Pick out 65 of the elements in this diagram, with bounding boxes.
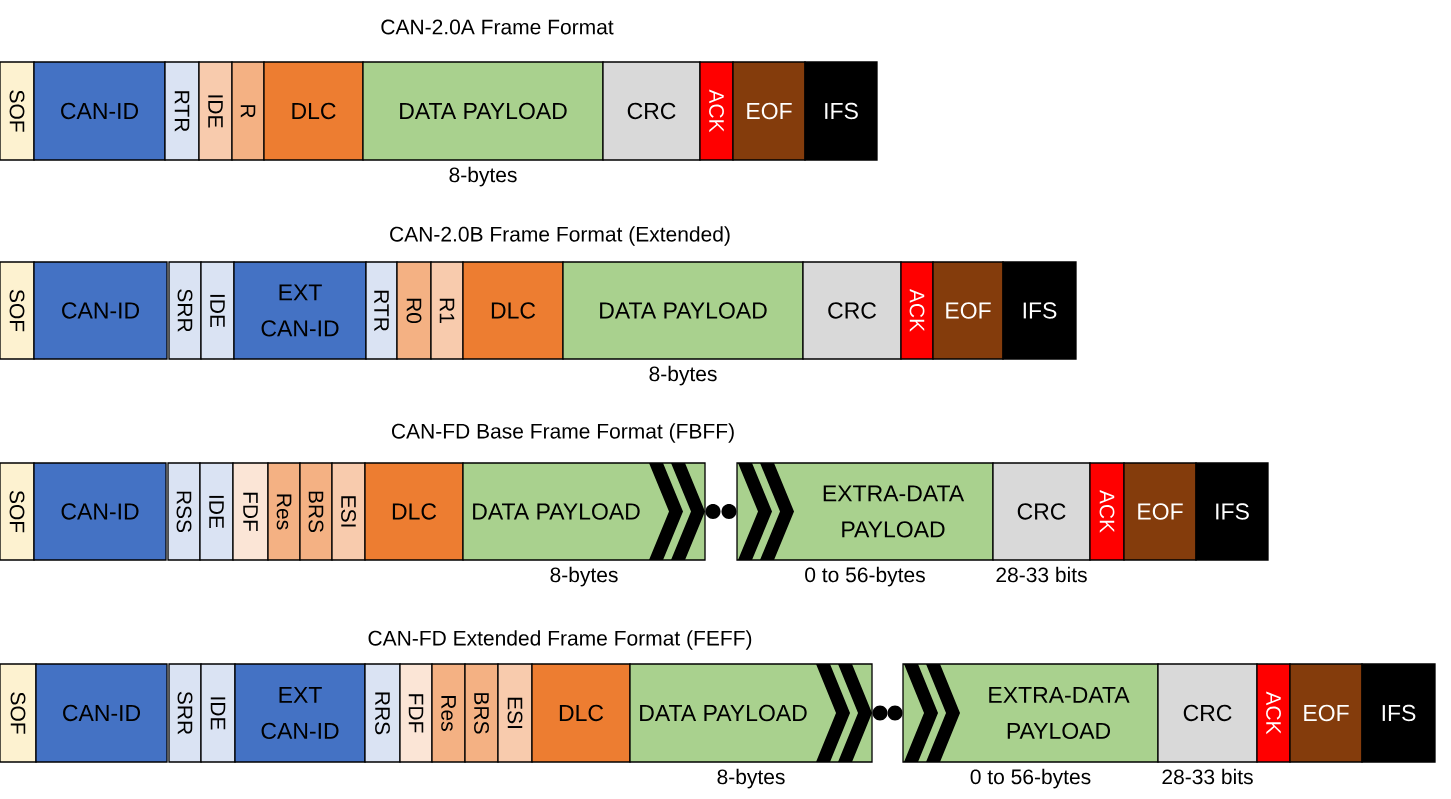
field-box: RRS <box>364 663 401 763</box>
field-box: CRC <box>602 61 701 161</box>
field-box: SOF <box>0 261 35 360</box>
field-box: ACK <box>1256 663 1291 763</box>
size-label: 0 to 56-bytes <box>805 566 925 587</box>
field-box: SRR <box>168 261 202 360</box>
field-box: IFS <box>1002 261 1077 360</box>
size-label: 8-bytes <box>717 768 785 789</box>
field-box: CRC <box>1157 663 1258 763</box>
field-box: DLC <box>531 663 631 763</box>
field-box: CAN-ID <box>33 261 168 360</box>
field-box: DATA PAYLOAD <box>562 261 804 360</box>
size-label: 8-bytes <box>449 166 517 187</box>
size-label: 0 to 56-bytes <box>970 768 1091 789</box>
field-box: R0 <box>396 261 432 360</box>
field-box: EOF <box>1289 663 1363 763</box>
field-box: DLC <box>364 462 464 561</box>
field-box: CRC <box>992 462 1091 561</box>
size-label: 8-bytes <box>550 566 618 587</box>
field-box: RTR <box>365 261 398 360</box>
size-label: 8-bytes <box>649 365 717 386</box>
field-box: ESI <box>497 663 533 763</box>
field-box: FDF <box>232 462 269 561</box>
field-box: DLC <box>462 261 564 360</box>
field-box: CAN-ID <box>33 61 166 161</box>
field-box: ESI <box>331 462 366 561</box>
field-box: BRS <box>299 462 333 561</box>
frame-title: CAN-FD Extended Frame Format (FEFF) <box>368 630 752 650</box>
field-box: CAN-ID <box>33 462 167 561</box>
field-box: R <box>231 61 265 161</box>
field-box: EOF <box>732 61 806 161</box>
field-box: EXT CAN-ID <box>234 663 366 763</box>
field-box: ACK <box>1089 462 1125 561</box>
field-box: DLC <box>263 61 364 161</box>
field-box: CRC <box>802 261 902 360</box>
field-box: R1 <box>430 261 464 360</box>
field-box: IDE <box>198 61 233 161</box>
field-box: SOF <box>0 61 35 161</box>
field-box: SOF <box>0 462 35 561</box>
field-box: DATA PAYLOAD <box>362 61 604 161</box>
field-box: FDF <box>399 663 433 763</box>
frame-title: CAN-2.0B Frame Format (Extended) <box>390 226 730 246</box>
frame-title: CAN-FD Base Frame Format (FBFF) <box>392 423 734 443</box>
field-box: ACK <box>900 261 934 360</box>
field-box: IFS <box>1361 663 1436 763</box>
field-box: BRS <box>464 663 499 763</box>
field-box: SRR <box>168 663 202 763</box>
field-box: Res <box>431 663 466 763</box>
field-box: IDE <box>199 462 234 561</box>
field-box: EXT CAN-ID <box>233 261 367 360</box>
field-box: SOF <box>0 663 37 763</box>
field-box: IFS <box>804 61 878 161</box>
size-label: 28-33 bits <box>1162 768 1253 785</box>
frame-title: CAN-2.0A Frame Format <box>381 19 614 35</box>
field-box: IDE <box>200 663 236 763</box>
field-box: IDE <box>200 261 235 360</box>
field-box: EOF <box>932 261 1004 360</box>
field-box: EOF <box>1123 462 1197 561</box>
field-box: Res <box>267 462 301 561</box>
field-box: ACK <box>699 61 734 161</box>
field-box: IFS <box>1195 462 1269 561</box>
field-box: RSS <box>167 462 201 561</box>
field-box: CAN-ID <box>35 663 168 763</box>
size-label: 28-33 bits <box>996 566 1087 583</box>
field-box: RTR <box>164 61 200 161</box>
